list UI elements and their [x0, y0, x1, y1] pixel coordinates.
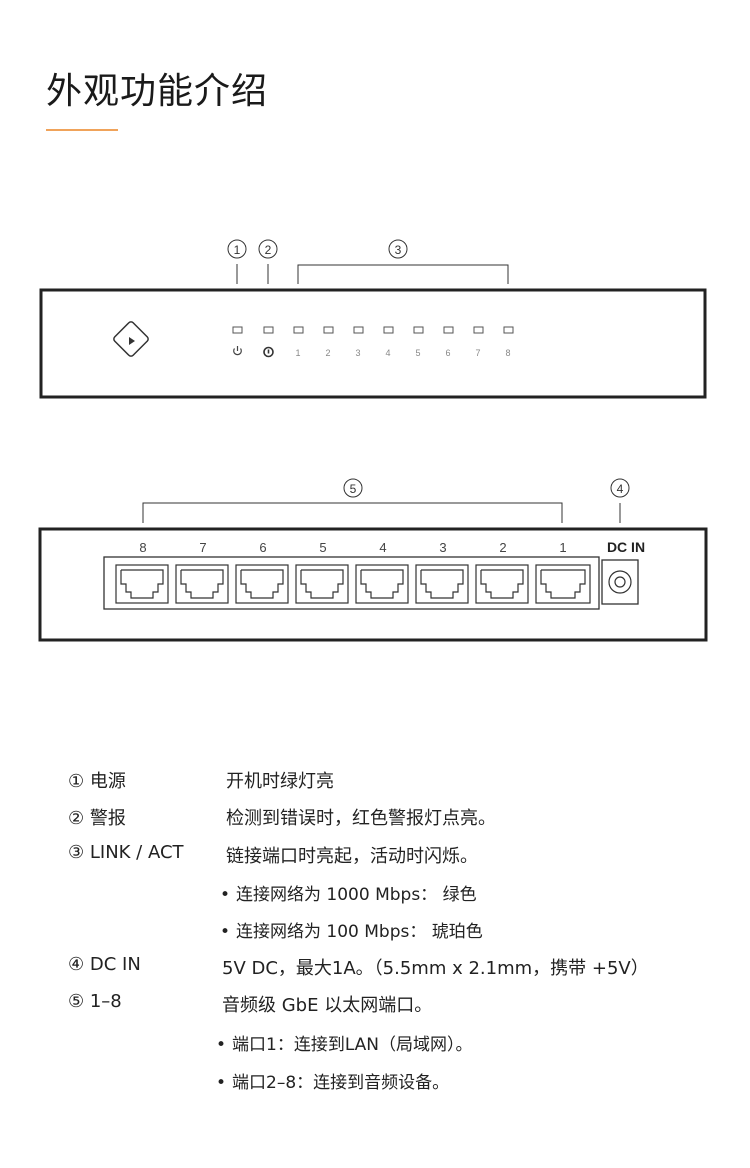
legend-desc: 链接端口时亮起，活动时闪烁。 [226, 846, 478, 867]
rj45-port-3 [415, 564, 469, 604]
svg-text:5: 5 [350, 482, 357, 496]
rj45-port-5 [295, 564, 349, 604]
led-alert [263, 326, 274, 334]
power-icon [233, 346, 242, 356]
rear-port-number-5: 5 [319, 540, 326, 555]
bullet-item: •连接网络为 1000 Mbps： 绿色 [220, 880, 477, 905]
led-number-4: 4 [385, 348, 390, 358]
led-port-6 [443, 326, 454, 334]
bullet-item: •连接网络为 100 Mbps： 琥珀色 [220, 917, 483, 942]
rear-port-number-8: 8 [139, 540, 146, 555]
dc-in-label: DC IN [607, 539, 645, 555]
callout-ports: 5 [142, 478, 563, 523]
rear-panel: 5 4 DC IN 8 7 6 5 4 3 2 1 [38, 478, 708, 642]
led-power [232, 326, 243, 334]
callout-alert: 2 [258, 239, 278, 284]
bullet-dot: • [216, 1035, 227, 1055]
rear-port-number-2: 2 [499, 540, 506, 555]
callout-link-act: 3 [297, 239, 509, 284]
legend-key: ⑤ 1–8 [68, 991, 122, 1012]
rj45-ports [115, 564, 591, 604]
legend-key: ① 电源 [68, 771, 126, 792]
led-port-2 [323, 326, 334, 334]
rj45-port-6 [235, 564, 289, 604]
bullet-item: •端口2–8：连接到音频设备。 [216, 1068, 449, 1093]
rear-port-number-3: 3 [439, 540, 446, 555]
rj45-port-8 [115, 564, 169, 604]
rear-port-number-7: 7 [199, 540, 206, 555]
led-number-1: 1 [295, 348, 300, 358]
rear-port-numbers: 8 7 6 5 4 3 2 1 [139, 540, 566, 555]
legend-desc: 5V DC，最大1A。（5.5mm x 2.1mm，携带 +5V） [222, 958, 649, 979]
bullet-dot: • [220, 885, 231, 905]
led-port-8 [503, 326, 514, 334]
led-number-7: 7 [475, 348, 480, 358]
bullet-dot: • [216, 1073, 227, 1093]
port-housing [103, 556, 600, 610]
alert-icon [263, 346, 274, 358]
legend-desc: 音频级 GbE 以太网端口。 [222, 995, 433, 1016]
legend-key: ③ LINK / ACT [68, 842, 184, 863]
callout-power: ① 1 [227, 239, 247, 284]
led-number-3: 3 [355, 348, 360, 358]
legend-desc: 开机时绿灯亮 [226, 771, 334, 792]
led-number-6: 6 [445, 348, 450, 358]
svg-text:2: 2 [265, 243, 272, 257]
led-numbers: 1 2 3 4 5 6 7 8 [295, 348, 510, 358]
led-port-5 [413, 326, 424, 334]
device-diagram: ① 1 2 3 [38, 239, 708, 642]
legend-desc: 检测到错误时，红色警报灯点亮。 [226, 808, 496, 829]
rj45-port-4 [355, 564, 409, 604]
bullet-item: •端口1：连接到LAN（局域网）。 [216, 1030, 473, 1055]
front-leds [232, 326, 514, 334]
rj45-port-2 [475, 564, 529, 604]
led-number-5: 5 [415, 348, 420, 358]
led-port-4 [383, 326, 394, 334]
rear-chassis [38, 527, 708, 642]
legend-key: ② 警报 [68, 808, 126, 829]
dc-jack-icon [601, 559, 639, 605]
rj45-port-7 [175, 564, 229, 604]
callout-dc-in: 4 [610, 478, 630, 523]
rear-port-number-4: 4 [379, 540, 386, 555]
bullet-dot: • [220, 922, 231, 942]
svg-text:3: 3 [395, 243, 402, 257]
svg-text:4: 4 [617, 482, 624, 496]
front-chassis [39, 288, 707, 399]
play-diamond-logo-icon [113, 321, 149, 357]
bullet-text: 端口1：连接到LAN（局域网）。 [232, 1035, 473, 1055]
led-port-7 [473, 326, 484, 334]
rj45-port-1 [535, 564, 591, 604]
led-port-1 [293, 326, 304, 334]
legend-key: ④ DC IN [68, 954, 141, 975]
front-panel: ① 1 2 3 [39, 239, 707, 399]
led-number-2: 2 [325, 348, 330, 358]
bullet-text: 端口2–8：连接到音频设备。 [232, 1073, 450, 1093]
page-title: 外观功能介绍 [46, 71, 269, 112]
led-number-8: 8 [505, 348, 510, 358]
svg-text:1: 1 [234, 243, 241, 257]
bullet-text: 连接网络为 1000 Mbps： 绿色 [236, 885, 477, 905]
rear-port-number-6: 6 [259, 540, 266, 555]
bullet-text: 连接网络为 100 Mbps： 琥珀色 [236, 922, 483, 942]
led-port-3 [353, 326, 364, 334]
rear-port-number-1: 1 [559, 540, 566, 555]
title-underline [46, 129, 118, 131]
